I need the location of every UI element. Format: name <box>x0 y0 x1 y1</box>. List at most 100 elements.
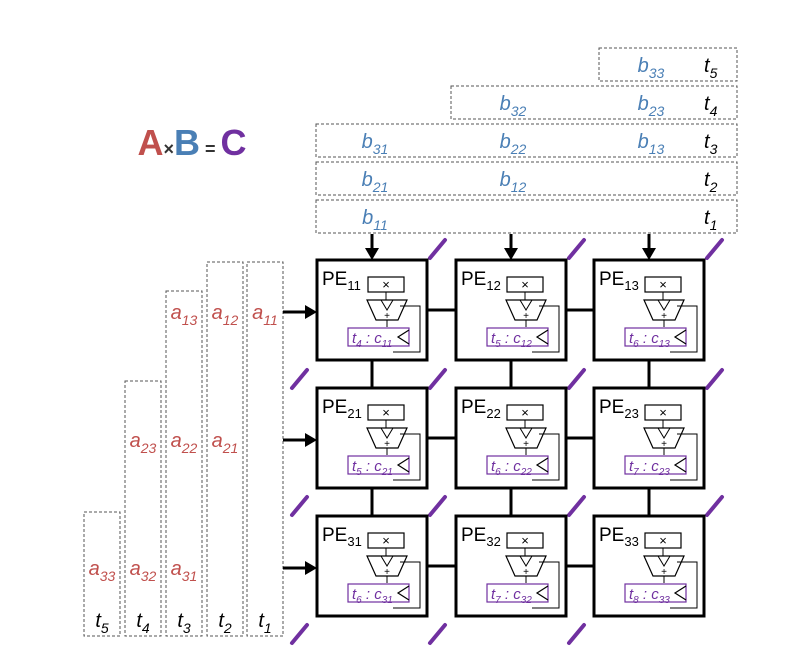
b-row-box <box>598 47 738 82</box>
feedback-wire <box>393 433 421 481</box>
multiplier-symbol: × <box>521 405 529 420</box>
a-value-main: a <box>252 302 263 324</box>
result-label: t5 : c12 <box>491 330 532 350</box>
a-time-label-sub: 2 <box>223 620 232 636</box>
b-value: b32 <box>500 93 527 119</box>
result-c-sub: 12 <box>521 339 533 350</box>
adder-symbol: + <box>384 567 390 578</box>
a-value-sub: 12 <box>223 312 239 328</box>
result-c-sub: 23 <box>658 467 671 478</box>
adder-notch <box>657 299 671 311</box>
a-value: a23 <box>130 430 157 456</box>
b-value-main: b <box>638 55 649 77</box>
result-time: t <box>352 458 357 475</box>
pe-label-main: PE <box>461 525 486 546</box>
result-colon: : c <box>639 330 660 347</box>
feedback-wire <box>670 561 698 609</box>
result-label: t7 : c23 <box>629 458 670 478</box>
diagonal-mark <box>705 495 724 517</box>
diagonal-mark <box>290 368 309 390</box>
diagonal-mark <box>567 238 586 260</box>
b-time-label: t3 <box>704 131 718 157</box>
register-clock <box>535 329 549 345</box>
result-colon: : c <box>362 586 383 603</box>
a-time-label: t5 <box>95 610 109 636</box>
feedback-wire <box>670 305 698 353</box>
b-value-sub: 33 <box>649 65 665 81</box>
b-value-sub: 11 <box>373 217 388 233</box>
result-label: t6 : c22 <box>491 458 532 478</box>
pe-33: PE33×+t8 : c33 <box>592 514 706 618</box>
pe-label-sub: 32 <box>486 534 500 549</box>
pe-label: PE23 <box>599 397 639 421</box>
a-value-main: a <box>171 430 182 452</box>
b-value: b22 <box>500 131 527 157</box>
c-letter: C <box>221 122 247 163</box>
feedback-wire <box>670 433 698 481</box>
register-clock <box>673 329 687 345</box>
pe-label-sub: 11 <box>347 278 361 293</box>
result-label: t5 : c21 <box>352 458 393 478</box>
adder-notch <box>657 427 671 439</box>
result-time-sub: 8 <box>633 595 639 606</box>
b-value-main: b <box>638 131 649 153</box>
adder-symbol: + <box>661 311 667 322</box>
a-value-sub: 22 <box>181 440 198 456</box>
a-value-sub: 21 <box>222 440 239 456</box>
a-time-label-main: t <box>136 610 143 632</box>
pe-label-main: PE <box>461 397 486 418</box>
result-colon: : c <box>501 330 522 347</box>
a-value-main: a <box>130 558 141 580</box>
result-colon: : c <box>639 586 660 603</box>
a-time-label-sub: 3 <box>183 620 191 636</box>
pe-label-sub: 22 <box>486 406 500 421</box>
adder-symbol: + <box>384 311 390 322</box>
accumulator-register <box>624 327 687 347</box>
multiplier-symbol: × <box>521 533 529 548</box>
result-c-sub: 31 <box>382 595 393 606</box>
pe-22: PE22 × + t6 : c22 <box>454 386 568 490</box>
result-time-sub: 4 <box>356 339 362 350</box>
a-value: a22 <box>171 430 198 456</box>
a-value-sub: 23 <box>140 440 157 456</box>
diagonal-mark <box>428 495 447 517</box>
pe-label-main: PE <box>322 397 347 418</box>
multiplier-symbol: × <box>659 277 667 292</box>
adder-symbol: + <box>523 439 529 450</box>
pe-label-main: PE <box>322 525 347 546</box>
feedback-wire <box>532 433 560 481</box>
result-c-sub: 11 <box>382 339 392 350</box>
b-value: b13 <box>638 131 665 157</box>
b-time-label-sub: 1 <box>710 217 718 233</box>
multiplier-symbol: × <box>382 405 390 420</box>
pe-label: PE31 <box>322 525 362 549</box>
pe-label-main: PE <box>599 397 624 418</box>
a-time-label: t1 <box>258 610 271 636</box>
b-time-label-main: t <box>704 169 711 191</box>
adder-notch <box>519 427 533 439</box>
b-value: b21 <box>362 169 389 195</box>
accumulator-register <box>486 327 549 347</box>
pe-label-main: PE <box>599 525 624 546</box>
b-time-label: t2 <box>704 169 718 195</box>
b-value-main: b <box>362 169 373 191</box>
pe-label-sub: 33 <box>624 534 638 549</box>
b-value-main: b <box>500 169 511 191</box>
pe-12: PE12×+t5 : c12 <box>454 258 568 362</box>
result-time: t <box>491 458 496 475</box>
multiplier-symbol: × <box>382 277 390 292</box>
result-time: t <box>629 458 634 475</box>
a-column-box <box>83 511 121 637</box>
b-row-box <box>450 85 738 120</box>
register-clock <box>396 585 410 601</box>
b-value-main: b <box>362 131 373 153</box>
pe-label-main: PE <box>599 269 624 290</box>
equals-sign: = <box>200 139 221 159</box>
b-row-box <box>315 161 738 196</box>
